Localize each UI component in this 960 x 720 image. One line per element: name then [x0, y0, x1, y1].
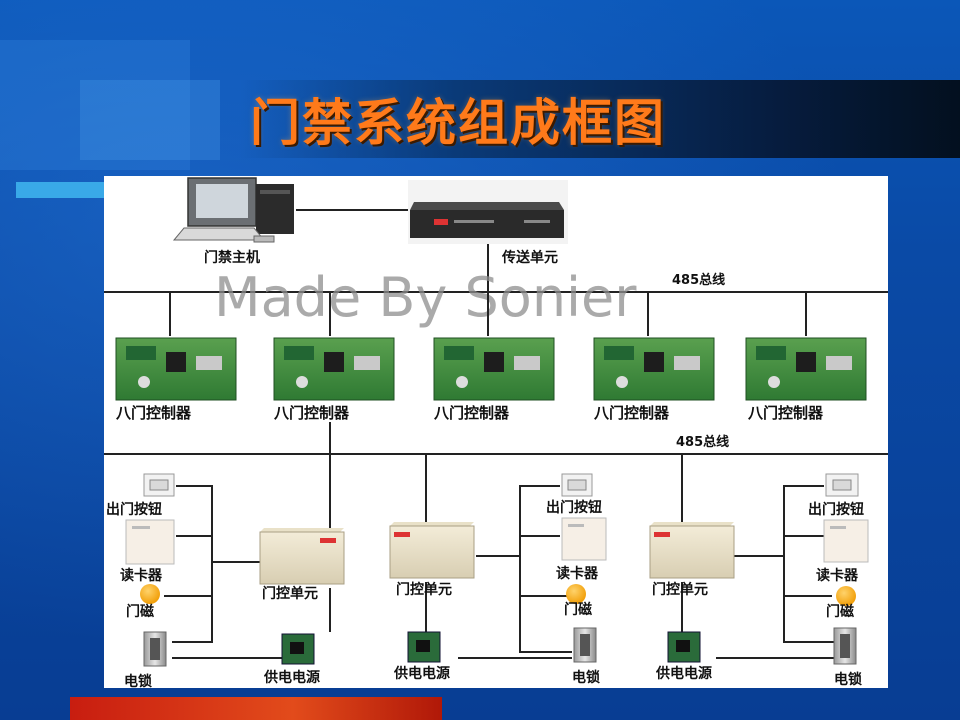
card-reader-label: 读卡器: [556, 565, 599, 582]
door-magnet-icon: [566, 584, 586, 604]
door-unit-label: 门控单元: [396, 581, 452, 598]
decorative-square: [80, 80, 220, 160]
controller-label: 八门控制器: [593, 404, 670, 422]
door-magnet-label: 门磁: [126, 603, 154, 620]
controller-label: 八门控制器: [115, 404, 192, 422]
power-label: 供电电源: [393, 665, 450, 682]
controller-board-icon: [115, 337, 237, 401]
controller-board-icon: [745, 337, 867, 401]
electric-lock-icon: [573, 627, 597, 663]
host-label: 门禁主机: [204, 249, 260, 266]
power-label: 供电电源: [263, 669, 320, 686]
door-control-unit-icon: [259, 528, 345, 585]
door-control-unit-icon: [649, 522, 735, 579]
controller-label: 八门控制器: [273, 404, 350, 422]
transmitter-label: 传送单元: [501, 249, 558, 266]
exit-button-icon: [561, 473, 593, 497]
exit-button-icon: [143, 473, 175, 497]
decorative-red-bar: [70, 697, 442, 720]
card-reader-icon: [125, 519, 175, 565]
controller-board-icon: [273, 337, 395, 401]
door-magnet-label: 门磁: [564, 601, 592, 618]
slide-title: 门禁系统组成框图: [250, 94, 666, 152]
door-magnet-icon: [836, 586, 856, 606]
door-magnet-label: 门磁: [826, 603, 854, 620]
power-label: 供电电源: [655, 665, 712, 682]
bus-mid-label: 485总线: [676, 434, 729, 450]
exit-button-icon: [825, 473, 859, 497]
controller-label: 八门控制器: [433, 404, 510, 422]
controller-label: 八门控制器: [747, 404, 824, 422]
exit-button-label: 出门按钮: [106, 501, 162, 518]
bus-top-label: 485总线: [672, 272, 725, 288]
door-unit-label: 门控单元: [652, 581, 708, 598]
controller-board-icon: [593, 337, 715, 401]
decorative-square: [0, 40, 190, 170]
title-band: [240, 80, 960, 158]
exit-button-label: 出门按钮: [808, 501, 864, 518]
card-reader-icon: [561, 517, 607, 561]
lock-label: 电锁: [834, 671, 862, 688]
diagram-panel: 门禁主机 传送单元 485总线 Made By Sonier: [104, 176, 888, 688]
door-control-unit-icon: [389, 522, 475, 579]
host-computer-icon: [172, 177, 294, 243]
electric-lock-icon: [143, 631, 167, 667]
electric-lock-icon: [833, 627, 857, 665]
lock-label: 电锁: [572, 669, 600, 686]
card-reader-icon: [823, 519, 869, 563]
exit-button-label: 出门按钮: [546, 499, 602, 516]
door-unit-label: 门控单元: [262, 585, 318, 602]
lock-label: 电锁: [124, 673, 152, 688]
controller-drops: [169, 292, 807, 336]
power-supply-icon: [281, 633, 315, 665]
transmitter-icon: [408, 180, 568, 244]
controller-board-icon: [433, 337, 555, 401]
decorative-cyan-bar: [16, 182, 106, 198]
card-reader-label: 读卡器: [120, 567, 163, 584]
power-supply-icon: [667, 631, 701, 663]
watermark: Made By Sonier: [214, 266, 637, 329]
power-supply-icon: [407, 631, 441, 663]
door-magnet-icon: [140, 584, 160, 604]
card-reader-label: 读卡器: [816, 567, 859, 584]
